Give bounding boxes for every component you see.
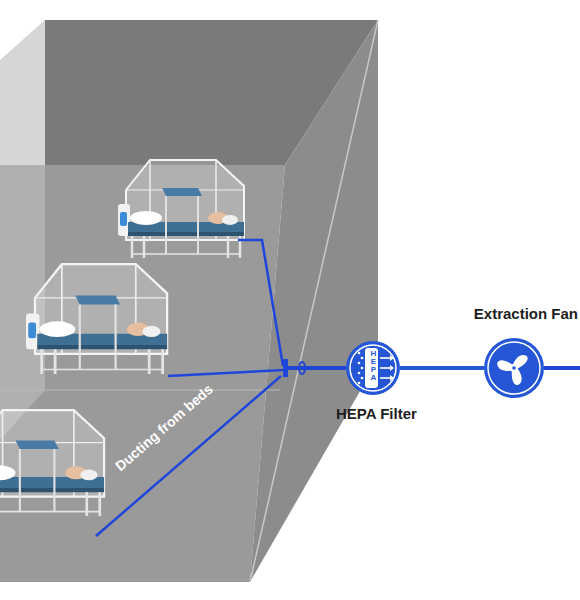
fan-node: Extraction Fan xyxy=(484,338,544,398)
component-label: HEPA Filter xyxy=(336,405,417,422)
filter-node: HEPAHEPA Filter xyxy=(346,341,400,395)
filter-letters: HEPA xyxy=(367,349,379,381)
component-label: Extraction Fan xyxy=(474,305,578,322)
fan-icon xyxy=(484,338,544,398)
duct-connector xyxy=(400,366,484,370)
duct-label: Ducting from beds xyxy=(112,381,216,474)
